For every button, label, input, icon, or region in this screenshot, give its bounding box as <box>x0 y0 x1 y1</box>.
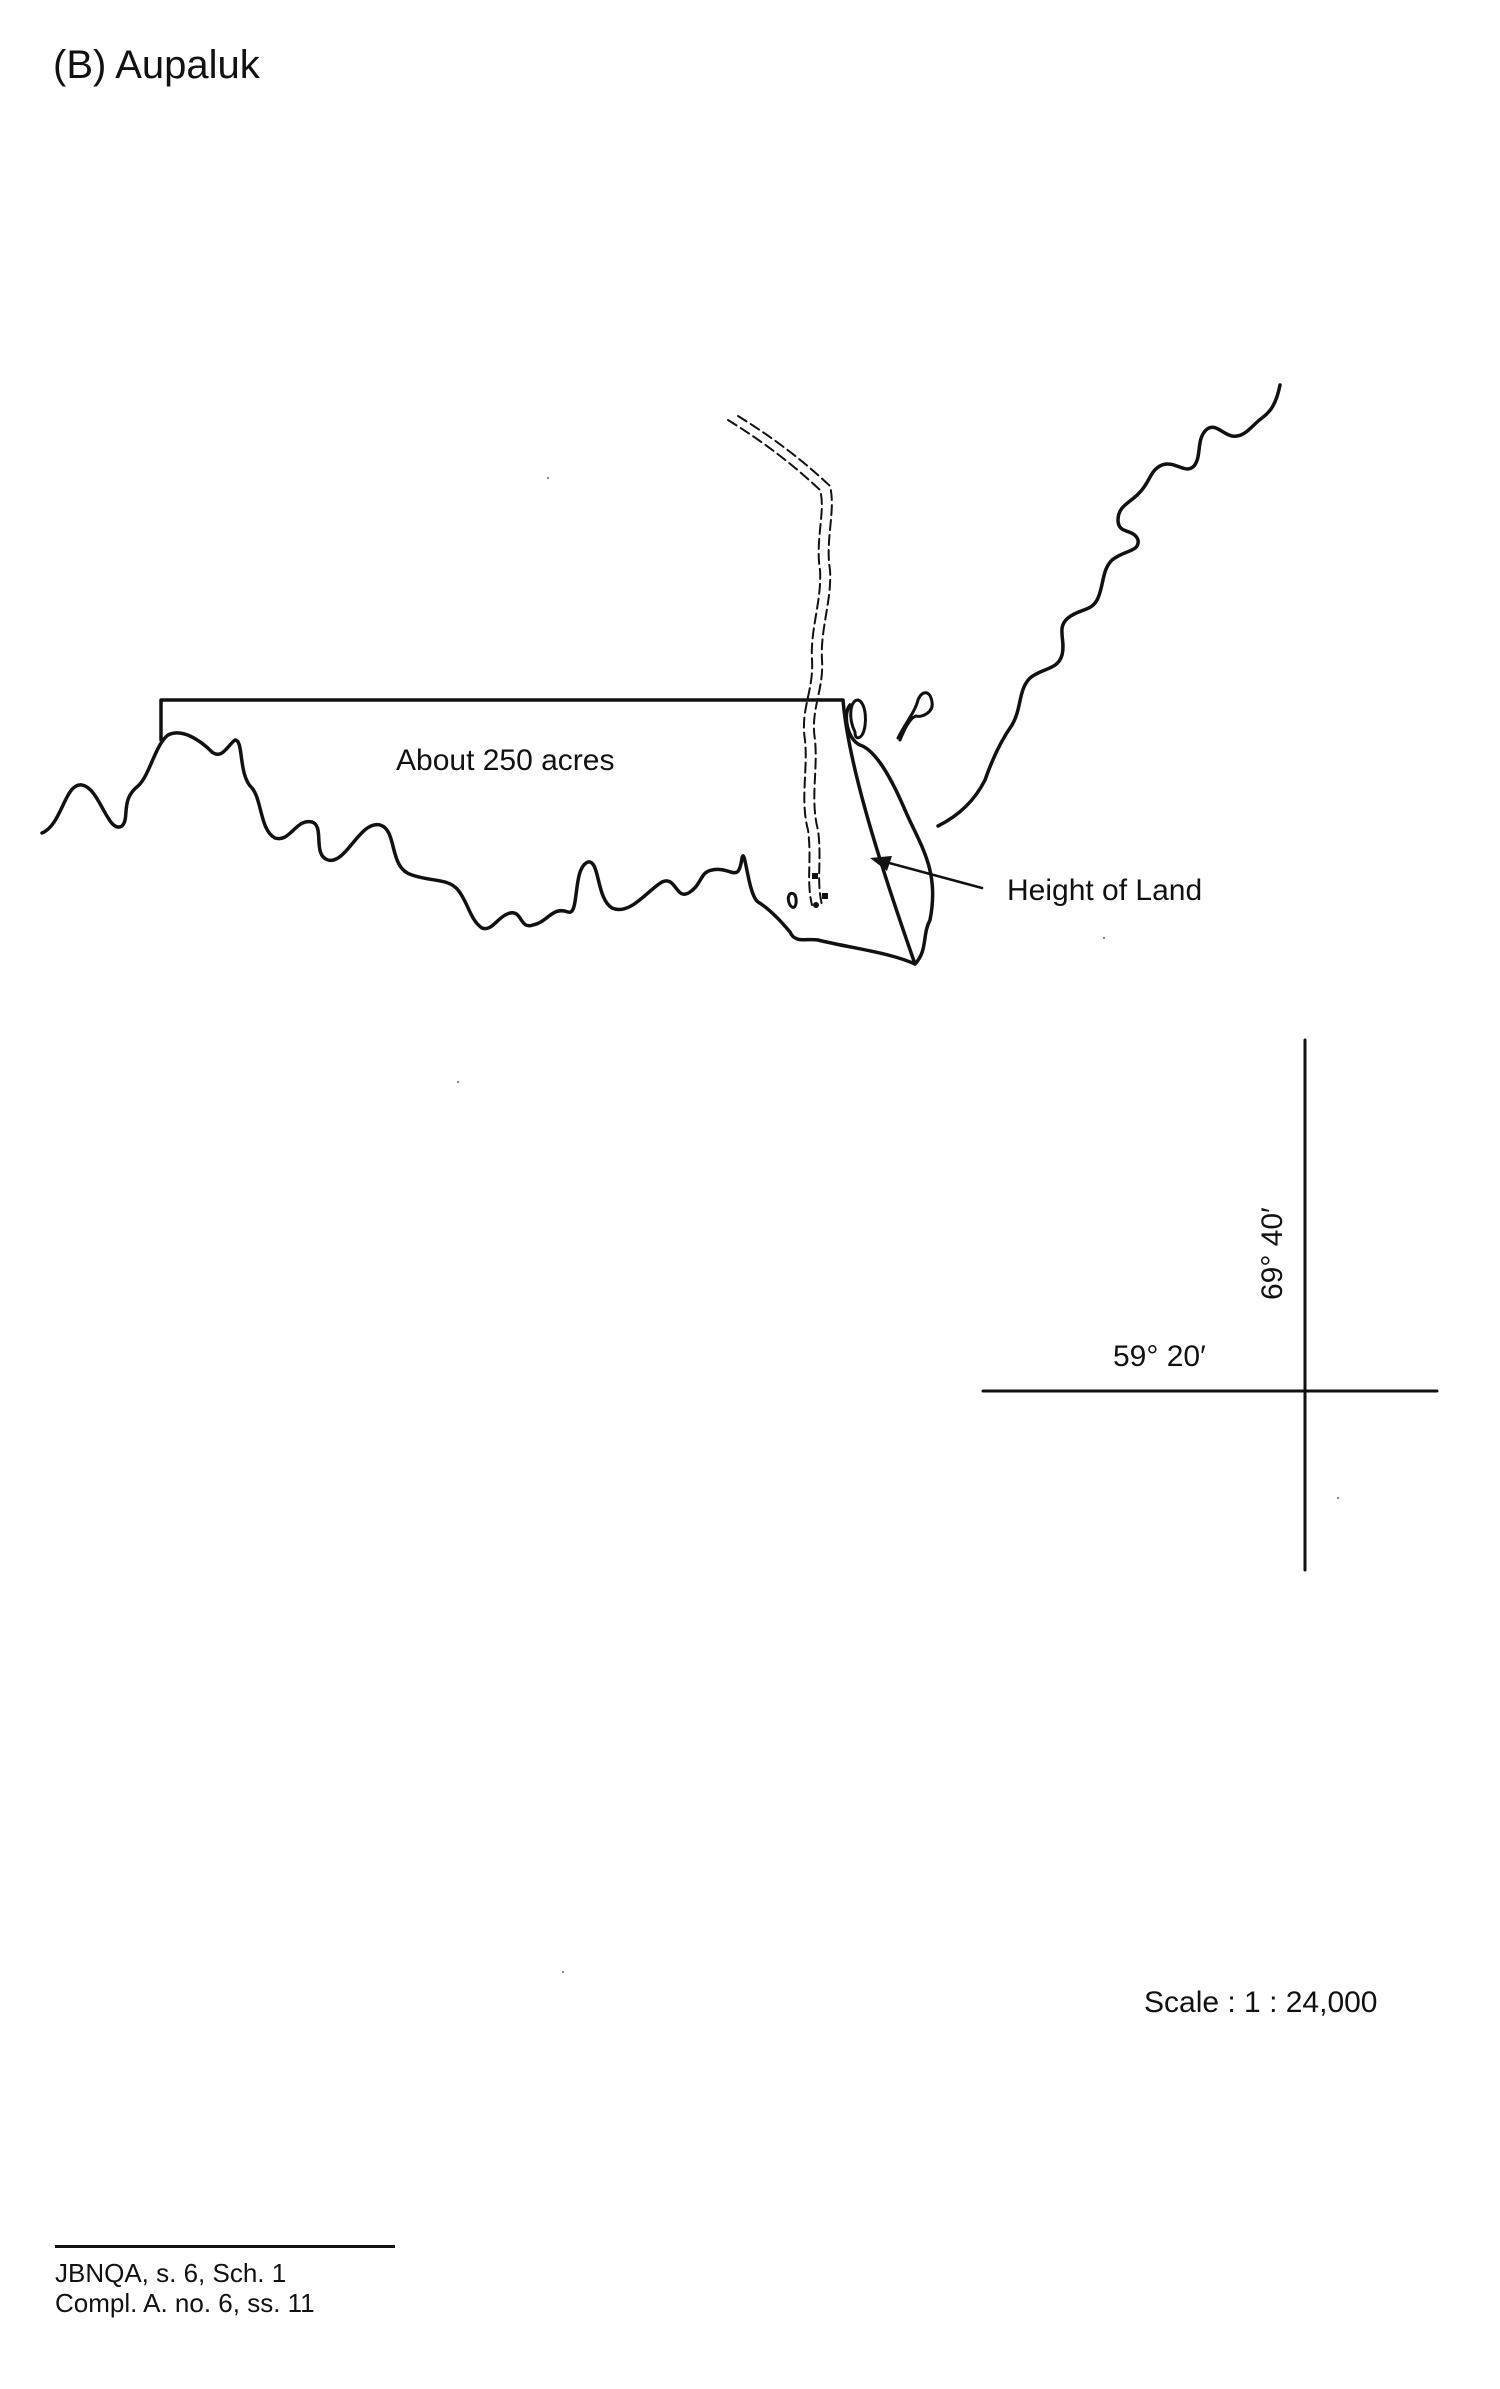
latitude-label: 59° 20′ <box>1113 1340 1206 1373</box>
citation-line-2: Compl. A. no. 6, ss. 11 <box>55 2288 315 2318</box>
building-marker <box>813 902 819 908</box>
callout-label: Height of Land <box>1007 874 1202 907</box>
coastal-inlet <box>896 691 934 742</box>
coastline <box>40 703 935 966</box>
callout-leader <box>876 858 984 890</box>
building-marker <box>822 893 828 899</box>
scale-label: Scale : 1 : 24,000 <box>1144 1986 1378 2019</box>
islet <box>849 698 867 740</box>
building-marker <box>812 873 818 879</box>
trail-line-1 <box>727 419 823 906</box>
trail-line-2 <box>737 415 833 906</box>
river <box>936 383 1282 828</box>
reserve-boundary <box>159 698 917 966</box>
paper-speckles <box>456 476 1340 1974</box>
area-label: About 250 acres <box>396 744 614 777</box>
map-title: (B) Aupaluk <box>53 43 260 87</box>
small-islet <box>786 891 798 909</box>
citation-footer: JBNQA, s. 6, Sch. 1 Compl. A. no. 6, ss.… <box>55 2245 395 2318</box>
callout-arrowhead <box>870 856 892 871</box>
citation-line-1: JBNQA, s. 6, Sch. 1 <box>55 2258 287 2288</box>
longitude-label: 69° 40′ <box>1256 1207 1289 1300</box>
